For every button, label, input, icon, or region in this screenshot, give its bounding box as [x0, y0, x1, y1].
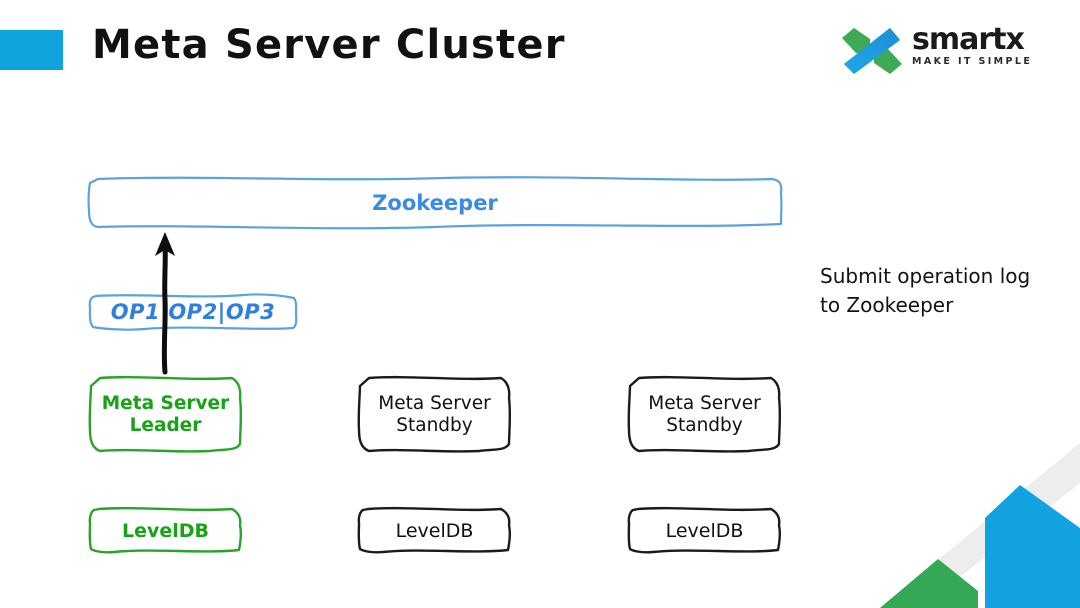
- oplog-label: OP1|OP2|OP3: [110, 299, 276, 324]
- title-accent-block: [0, 30, 63, 70]
- page-title: Meta Server Cluster: [92, 22, 566, 68]
- smartx-logo-text: smartx MAKE IT SIMPLE: [912, 24, 1052, 68]
- meta-server-standby-1-box[interactable]: Meta Server Standby: [353, 374, 516, 455]
- logo-tagline: MAKE IT SIMPLE: [912, 56, 1033, 67]
- meta-server-leader-box[interactable]: Meta Server Leader: [84, 374, 247, 455]
- leveldb-1-box[interactable]: LevelDB: [84, 505, 247, 557]
- meta-server-standby-1-label: Meta Server Standby: [378, 392, 491, 436]
- zookeeper-box[interactable]: Zookeeper: [84, 174, 786, 232]
- meta-server-standby-2-label: Meta Server Standby: [648, 392, 761, 436]
- leveldb-3-label: LevelDB: [665, 519, 744, 542]
- smartx-logo: smartx MAKE IT SIMPLE: [840, 24, 1050, 80]
- leveldb-1-label: LevelDB: [121, 519, 210, 542]
- meta-server-leader-label: Meta Server Leader: [101, 392, 230, 436]
- oplog-box[interactable]: OP1|OP2|OP3: [84, 292, 302, 332]
- meta-server-standby-2-box[interactable]: Meta Server Standby: [623, 374, 786, 455]
- leveldb-3-box[interactable]: LevelDB: [623, 505, 786, 557]
- corner-decoration: [880, 443, 1080, 608]
- zookeeper-label: Zookeeper: [372, 190, 498, 215]
- smartx-logo-mark-icon: [840, 26, 904, 76]
- leveldb-2-box[interactable]: LevelDB: [353, 505, 516, 557]
- annotation-submit-log: Submit operation log to Zookeeper: [820, 264, 1031, 317]
- leveldb-2-label: LevelDB: [395, 519, 474, 542]
- logo-wordmark: smartx: [912, 22, 1025, 57]
